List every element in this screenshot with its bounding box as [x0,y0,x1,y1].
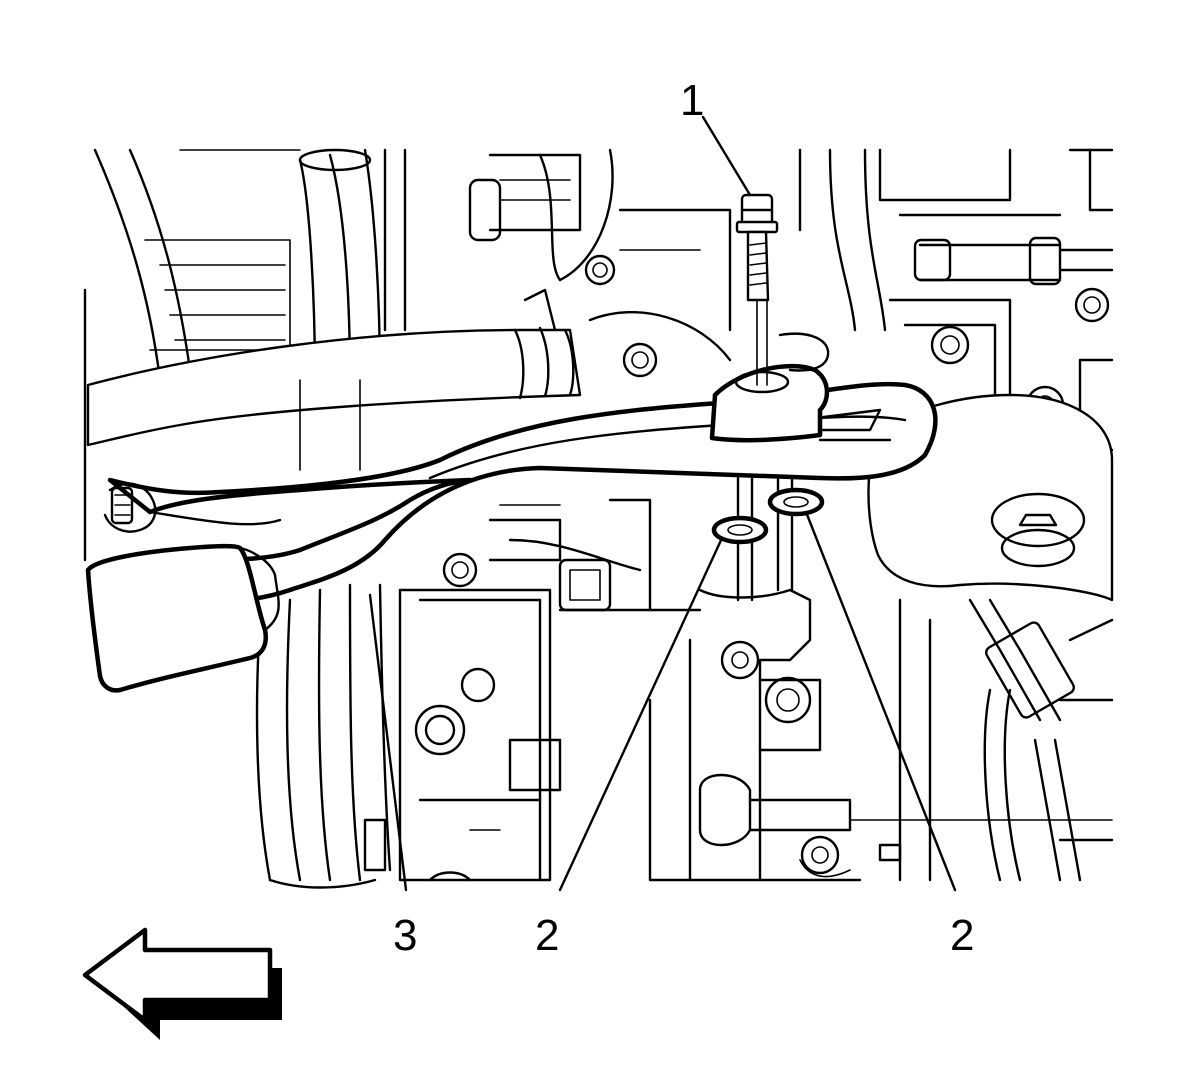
stabilizer-end-cap [85,543,280,693]
studs-and-washers [711,476,825,602]
left-arrow-icon [82,927,282,1040]
callout-1: 1 [680,76,704,125]
callout-labels: 1 3 2 2 [393,76,974,960]
engine-background-linework [83,148,1114,889]
callout-2-left: 2 [535,911,559,960]
leader-lines [368,115,957,892]
upper-hose [86,326,582,471]
callout-3: 3 [393,911,417,960]
stabilizer-insulator-clamp [709,332,830,443]
callout-2-right: 2 [950,911,974,960]
bolt-1 [735,193,779,386]
